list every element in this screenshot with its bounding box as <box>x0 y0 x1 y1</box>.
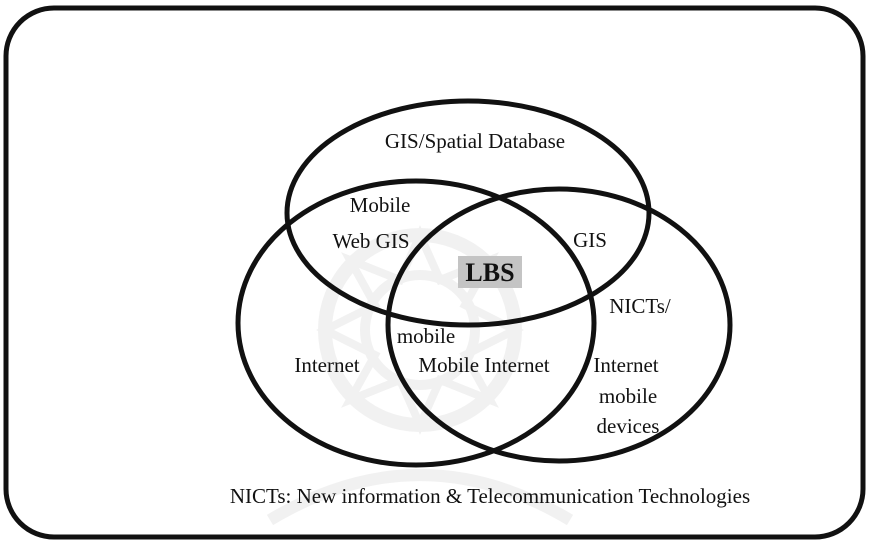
top-left-overlap-label-1: Mobile <box>350 193 411 217</box>
right-lower-label-1: Internet <box>593 353 658 377</box>
top-circle-label: GIS/Spatial Database <box>385 129 565 153</box>
right-lower-label-3: devices <box>597 414 660 438</box>
outer-frame <box>3 5 866 540</box>
center-highlight <box>458 256 522 288</box>
center-label: LBS <box>465 258 514 287</box>
bottom-overlap-label-2: Mobile Internet <box>418 353 549 377</box>
right-lower-label-2: mobile <box>599 384 657 408</box>
top-left-overlap-label-2: Web GIS <box>332 229 409 253</box>
right-circle <box>385 186 733 464</box>
left-circle-label: Internet <box>294 353 359 377</box>
footnote: NICTs: New information & Telecommunicati… <box>230 484 750 508</box>
bottom-overlap-label-1: mobile <box>397 324 455 348</box>
watermark-ornament <box>266 225 574 526</box>
top-circle <box>284 98 652 328</box>
right-circle-label: NICTs/ <box>609 294 671 318</box>
left-circle <box>235 178 597 468</box>
top-right-overlap-label: GIS <box>573 228 607 252</box>
